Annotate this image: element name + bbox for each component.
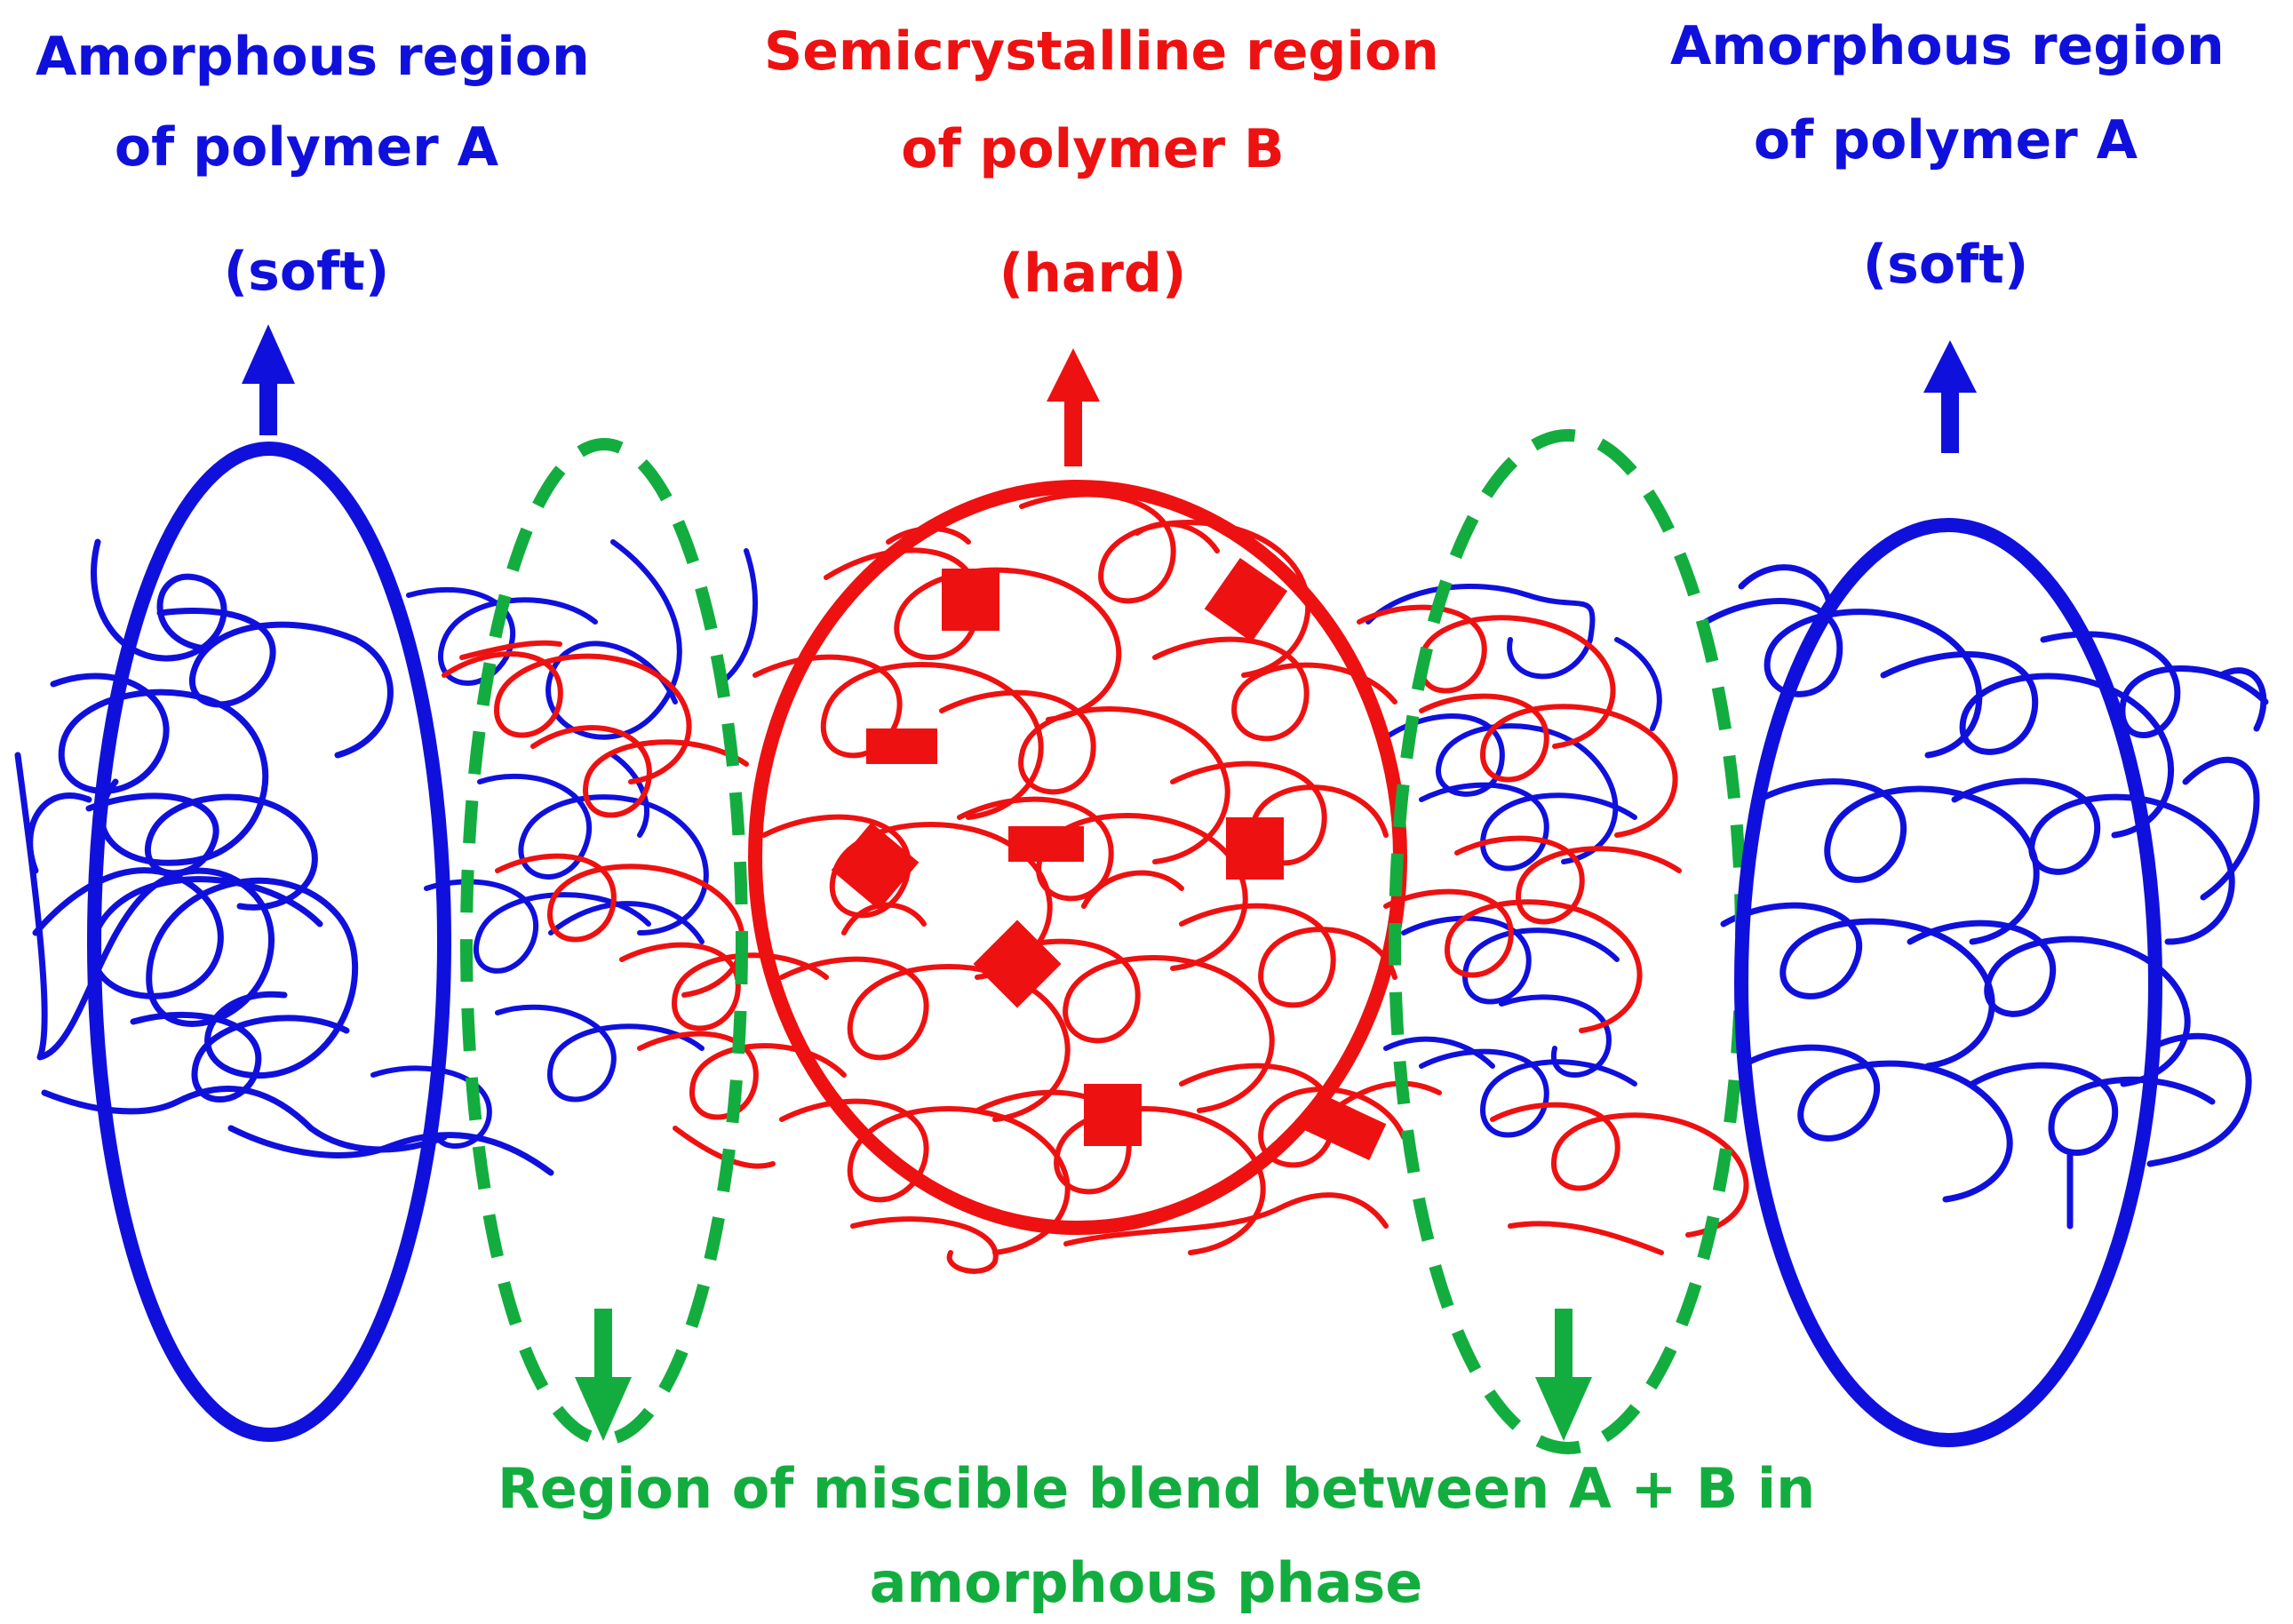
left-region-label: Amorphous region of polymer A (soft) xyxy=(36,26,590,303)
left-region-title-line1: Amorphous region xyxy=(36,26,590,88)
arrow-down-icon-left xyxy=(575,1309,632,1441)
arrow-up-icon-center xyxy=(1047,348,1100,466)
blend-region-title-line2: amorphous phase xyxy=(869,1550,1423,1615)
right-region-title-line1: Amorphous region xyxy=(1670,15,2225,77)
left-region-title-line2: of polymer A xyxy=(114,116,499,179)
blend-region-ellipse-left xyxy=(460,438,748,1445)
right-region-title-line2: of polymer A xyxy=(1753,109,2138,171)
blend-region-label: Region of miscible blend between A + B i… xyxy=(498,1456,1816,1615)
arrow-up-icon-right xyxy=(1923,340,1977,453)
center-region-title-line1: Semicrystalline region xyxy=(764,20,1439,83)
polymer-a-chains-left-blend xyxy=(370,539,758,1149)
center-region-qualifier: (hard) xyxy=(999,243,1187,305)
left-region-qualifier: (soft) xyxy=(223,241,390,303)
right-region-qualifier: (soft) xyxy=(1862,234,2029,296)
arrow-up-icon-left xyxy=(242,324,295,435)
right-region-label: Amorphous region of polymer A (soft) xyxy=(1670,15,2225,296)
polymer-b-chains xyxy=(442,491,1749,1274)
soft-region-ellipse-right xyxy=(1734,518,2162,1447)
polymer-a-chains-left xyxy=(14,538,554,1176)
polymer-a-chains-right xyxy=(1702,564,2269,1230)
center-region-label: Semicrystalline region of polymer B (har… xyxy=(764,20,1439,305)
arrow-down-icon-right xyxy=(1535,1309,1592,1441)
blend-region-title-line1: Region of miscible blend between A + B i… xyxy=(498,1456,1816,1521)
soft-region-ellipse-left xyxy=(87,442,451,1442)
polymer-a-chains-right-blend xyxy=(1365,584,1662,1138)
center-region-title-line2: of polymer B xyxy=(901,118,1285,180)
